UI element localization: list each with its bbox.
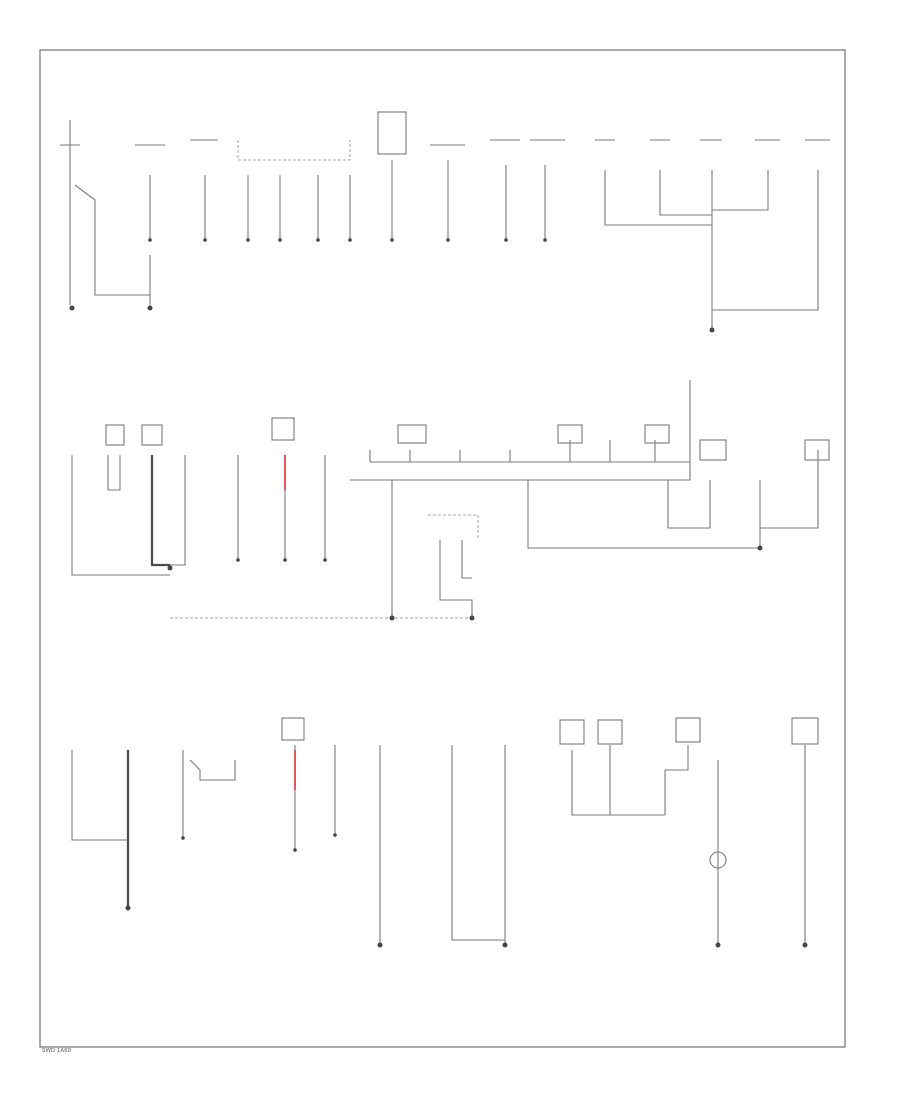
section-bottom-wiring [71, 717, 819, 948]
top-row-ground-dots [148, 238, 715, 333]
diagram-border [39, 49, 846, 1048]
section-top-wiring [60, 111, 830, 333]
top-components [60, 111, 830, 155]
diagram-code: SWD 1A60 [42, 1048, 72, 1054]
bottom-components [281, 717, 819, 745]
middle-components [105, 417, 830, 461]
section-middle-wiring [71, 380, 830, 621]
